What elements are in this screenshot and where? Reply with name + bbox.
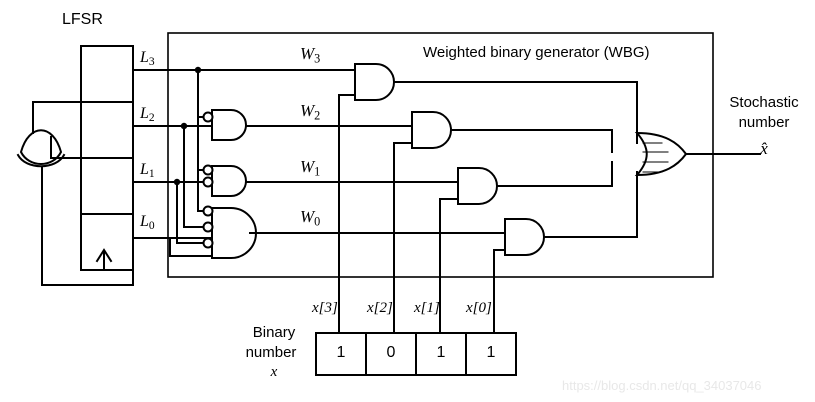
- lfsr-tap-label-l0: L0: [140, 213, 155, 232]
- tap-base: L: [140, 161, 149, 178]
- and-gate-w1: [202, 164, 286, 197]
- binary-bit-1: 1: [436, 344, 446, 361]
- weight-base: W: [300, 157, 315, 176]
- lfsr-title: LFSR: [62, 11, 103, 28]
- lfsr-clock-arrow: [95, 248, 113, 271]
- tap-base: L: [140, 105, 149, 122]
- bit-label-x3: x[3]: [312, 300, 338, 316]
- weight-sub: 3: [314, 51, 321, 66]
- weight-base: W: [300, 207, 315, 226]
- tap-sub: 1: [148, 168, 155, 181]
- tap-sub: 0: [148, 220, 155, 233]
- weight-label-w1: W1: [300, 157, 320, 179]
- weight-sub: 1: [314, 164, 321, 179]
- weight-label-w2: W2: [300, 101, 320, 123]
- binary-register-box: [315, 332, 517, 376]
- stochastic-output-line2: number: [738, 114, 790, 131]
- tap-base: L: [140, 213, 149, 230]
- tap-sub: 2: [148, 112, 155, 125]
- binary-number-caption-line1: Binary: [252, 324, 296, 341]
- binary-bit-3: 1: [336, 344, 346, 361]
- and-gate-out-w0x0: [493, 171, 638, 301]
- binary-number-caption-line2: number: [245, 344, 297, 361]
- wire-xor-feedback: [41, 166, 134, 286]
- tap-base: L: [140, 49, 149, 66]
- and-gate-out-w3x3: [338, 63, 638, 301]
- lfsr-register: [80, 45, 134, 271]
- lfsr-tap-label-l2: L2: [140, 105, 155, 124]
- weight-sub: 0: [314, 214, 321, 229]
- wire-l3-to-xor: [32, 101, 82, 134]
- and-gate-w0: [202, 205, 286, 259]
- lfsr-tap-label-l1: L1: [140, 161, 155, 180]
- binary-number-symbol: x: [270, 364, 278, 380]
- weight-label-w3: W3: [300, 44, 320, 66]
- and-gate-out-w2x2: [393, 111, 613, 301]
- and-gate-out-w1x1: [439, 161, 613, 301]
- weight-label-w0: W0: [300, 207, 320, 229]
- lfsr-tap-label-l3: L3: [140, 49, 155, 68]
- or-gate-output: [634, 131, 761, 177]
- wire-l0-to-w0: [169, 237, 213, 257]
- weight-base: W: [300, 44, 315, 63]
- stochastic-output-line1: Stochastic: [729, 94, 799, 111]
- bit-label-x0: x[0]: [466, 300, 492, 316]
- and-gate-w2: [202, 109, 286, 141]
- bit-label-x2: x[2]: [367, 300, 393, 316]
- watermark: https://blog.csdn.net/qq_34037046: [562, 378, 762, 393]
- binary-bit-2: 0: [386, 344, 396, 361]
- weight-sub: 2: [314, 108, 321, 123]
- weight-base: W: [300, 101, 315, 120]
- wire-l2-to-xor: [50, 136, 82, 159]
- stochastic-output-symbol: x̂: [760, 139, 768, 158]
- tap-sub: 3: [148, 56, 155, 69]
- wbg-title: Weighted binary generator (WBG): [423, 44, 650, 61]
- binary-bit-0: 1: [486, 344, 496, 361]
- xor-gate: [16, 129, 66, 168]
- bit-label-x1: x[1]: [414, 300, 440, 316]
